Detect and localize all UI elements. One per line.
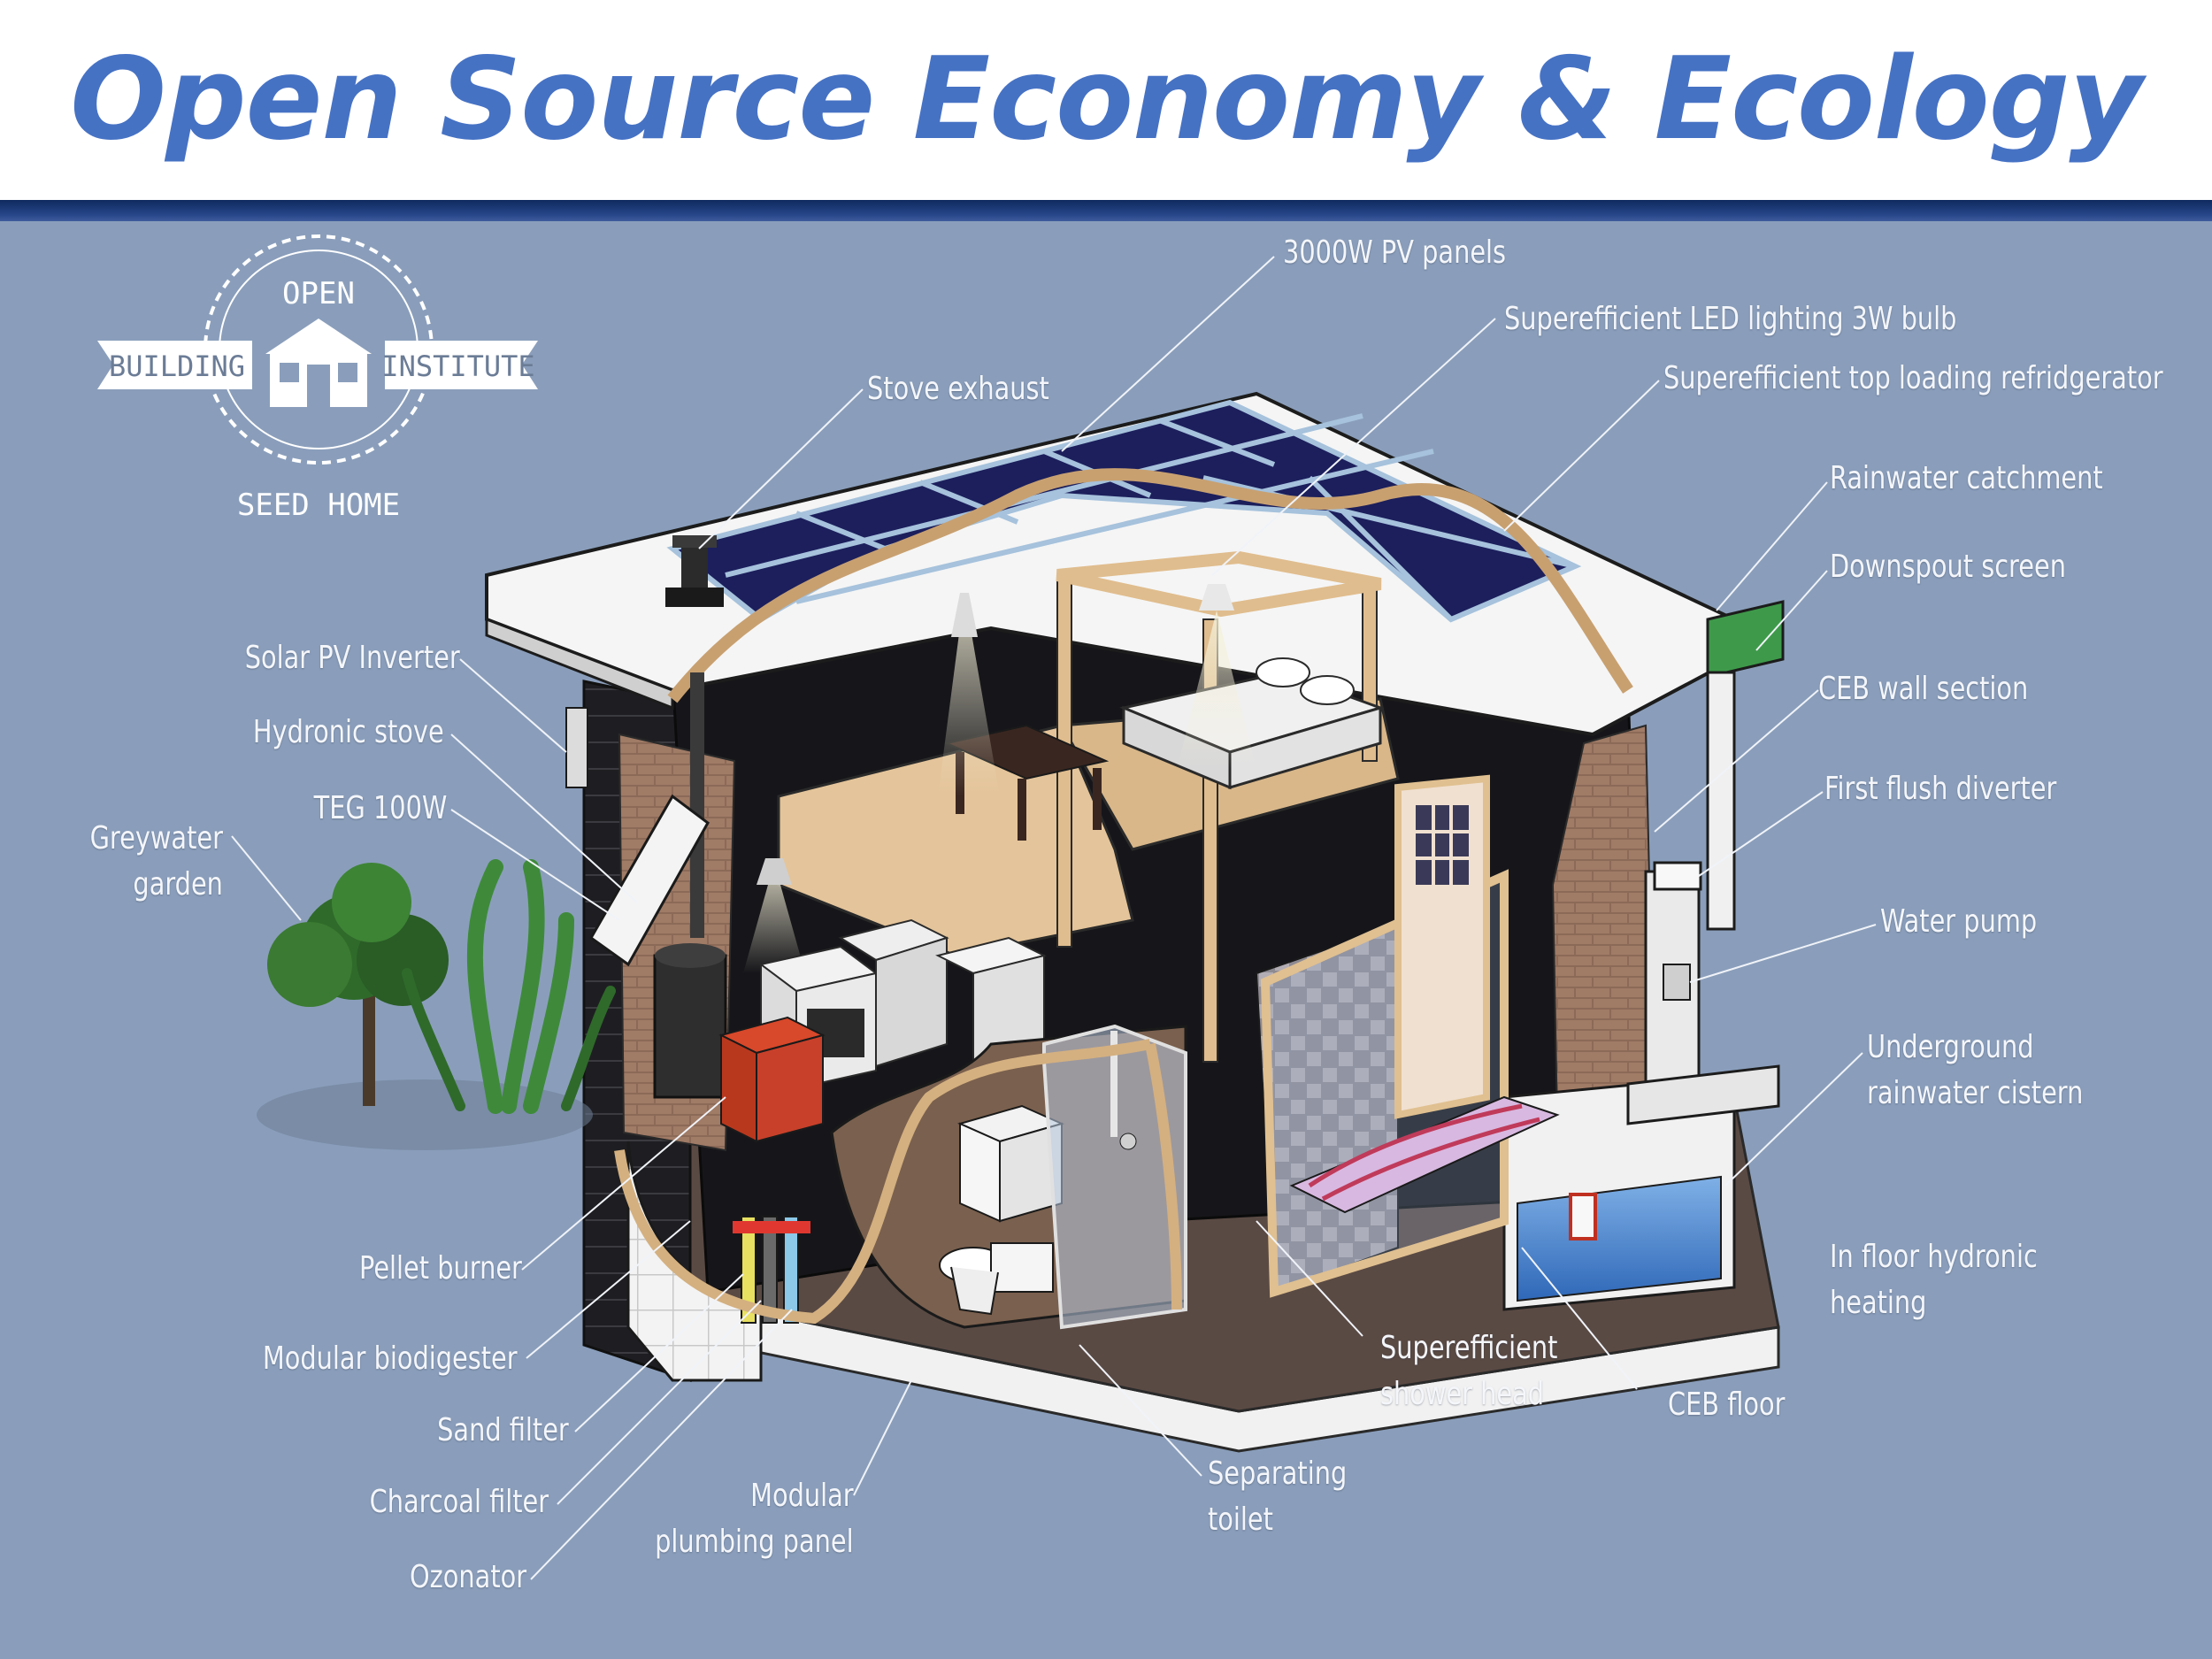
wall-solar-collector [589, 794, 710, 967]
ceiling-lamp [1177, 584, 1256, 770]
floor-cut-edge [614, 1039, 1152, 1325]
title-bar: Open Source Economy & Ecology [0, 0, 2212, 200]
leader-first-flush [1698, 791, 1824, 877]
modular-plumbing-panel [733, 1221, 810, 1233]
leader-separating-toilet [1079, 1344, 1202, 1477]
logo-right-ribbon [385, 341, 538, 389]
title-divider [0, 200, 2212, 221]
leader-pv-panels [1061, 256, 1275, 452]
label-ceb-wall: CEB wall section [1818, 671, 2029, 707]
label-first-flush-diverter: First flush diverter [1824, 771, 2057, 807]
pellet-burner [718, 1016, 826, 1143]
ozonator [783, 1216, 799, 1324]
label-refrigerator: Superefficient top loading refridgerator [1663, 360, 2163, 396]
label-hydronic-stove: Hydronic stove [253, 714, 444, 750]
label-shower-head: Superefficient shower head [1380, 1330, 1558, 1412]
house-illustration [485, 391, 1785, 1453]
label-separating-toilet: Separating toilet [1208, 1455, 1348, 1538]
leader-downspout-screen [1755, 570, 1828, 651]
label-rainwater-catchment: Rainwater catchment [1830, 460, 2103, 496]
leader-shower-head [1256, 1220, 1363, 1337]
first-flush-diverter [1653, 861, 1702, 891]
roof-cut-edge [667, 468, 1633, 703]
rainwater-cistern [1502, 1064, 1780, 1311]
label-stove-exhaust: Stove exhaust [867, 371, 1049, 407]
leader-refrigerator [1503, 380, 1660, 532]
label-ozonator: Ozonator [409, 1559, 526, 1595]
label-cistern: Underground rainwater cistern [1867, 1029, 2084, 1111]
door-window-grid [1416, 805, 1469, 885]
label-solar-pv-inverter: Solar PV Inverter [245, 640, 460, 676]
label-pellet-burner: Pellet burner [359, 1250, 522, 1286]
roof-edge [485, 617, 674, 710]
loft-frame [1056, 550, 1382, 618]
leader-ozonator [530, 1309, 793, 1580]
leader-rainwater-catchment [1716, 481, 1828, 611]
label-charcoal-filter: Charcoal filter [369, 1484, 549, 1520]
leader-ceb-wall [1654, 689, 1819, 833]
leader-biodigester [526, 1220, 691, 1359]
stove-exhaust-vent [665, 535, 724, 607]
page-title: Open Source Economy & Ecology [70, 34, 2143, 165]
logo-top-text: OPEN [282, 276, 355, 311]
open-building-institute-logo: BUILDING INSTITUTE OPEN SEED HOME [97, 234, 538, 523]
leader-charcoal-filter [557, 1300, 762, 1505]
ceiling-lamp [743, 858, 805, 973]
logo-right-ribbon-text: INSTITUTE [381, 349, 534, 383]
greywater-garden-plants [257, 859, 616, 1150]
leader-solar-inverter [459, 658, 567, 753]
biodigester-filters [626, 1141, 810, 1382]
leader-led-lighting [1211, 318, 1496, 576]
callout-leader-lines [231, 256, 1877, 1580]
label-modular-biodigester: Modular biodigester [263, 1340, 518, 1377]
label-plumbing-panel: Modular plumbing panel [655, 1478, 854, 1560]
gutter-downspout [1644, 600, 1785, 1112]
logo-left-ribbon [97, 341, 252, 389]
leader-plumbing-panel [853, 1379, 912, 1496]
water-pump [1663, 964, 1691, 1001]
sand-filter [741, 1216, 757, 1324]
leader-greywater-garden [231, 835, 302, 921]
label-sand-filter: Sand filter [437, 1412, 569, 1448]
hydronic-stove [653, 672, 727, 1099]
leader-hydronic-stove [450, 733, 638, 903]
ceiling-lamp [938, 593, 1000, 796]
charcoal-filter [762, 1216, 778, 1324]
solar-pv-inverter [565, 707, 588, 788]
label-greywater-garden: Greywater garden [89, 820, 223, 902]
leader-cistern [1724, 1052, 1863, 1187]
leader-ceb-floor [1521, 1247, 1638, 1390]
label-teg: TEG 100W [313, 790, 447, 826]
label-water-pump: Water pump [1880, 903, 2038, 940]
separating-toilet [939, 1242, 1054, 1316]
leader-sand-filter [574, 1273, 744, 1432]
bathroom-vanity [957, 1104, 1064, 1223]
in-floor-hydronic-heating [1289, 1095, 1560, 1214]
logo-left-ribbon-text: BUILDING [109, 349, 245, 383]
floor-cut-edge [1145, 1042, 1182, 1310]
leader-water-pump [1689, 924, 1877, 983]
logo-bottom-text: SEED HOME [237, 488, 400, 523]
kitchen-sink-cabinet [838, 918, 949, 1068]
label-floor-heating: In floor hydronic heating [1830, 1239, 2038, 1321]
label-led-lighting: Superefficient LED lighting 3W bulb [1504, 301, 1957, 337]
leader-pellet-burner [521, 1096, 726, 1271]
leader-teg [450, 809, 620, 921]
label-pv-panels: 3000W PV panels [1283, 234, 1507, 271]
label-downspout-screen: Downspout screen [1830, 549, 2066, 585]
label-ceb-floor: CEB floor [1668, 1386, 1786, 1423]
leader-stove-exhaust [698, 388, 864, 549]
house-icon [265, 319, 372, 407]
